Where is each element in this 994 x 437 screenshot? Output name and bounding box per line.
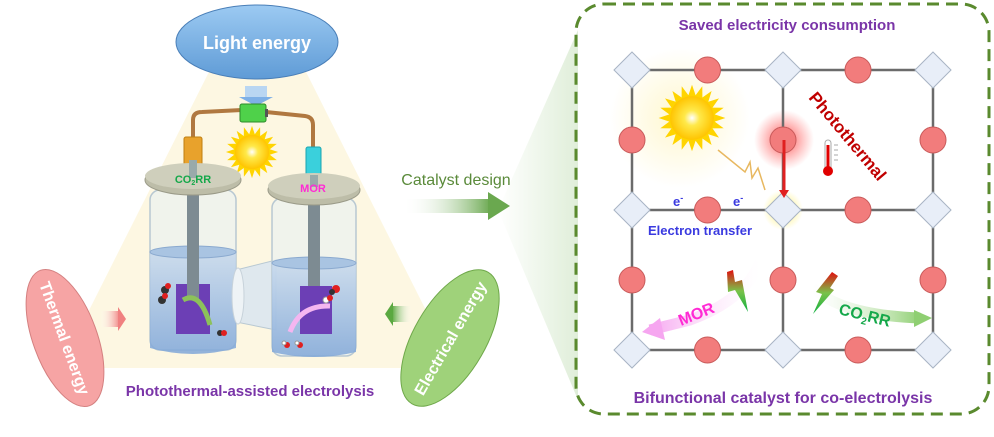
zoom-cone xyxy=(498,30,578,400)
catalyst-design-transition: Catalyst design xyxy=(401,30,578,400)
metal-site-node xyxy=(618,266,646,294)
anode-terminal xyxy=(305,146,322,178)
electron-label: e- xyxy=(673,193,683,209)
ligand-site-node xyxy=(613,191,651,229)
battery-icon xyxy=(239,103,268,123)
cathode-cell: CO2RR xyxy=(144,160,242,354)
cathode-cell-label: CO2RR xyxy=(175,174,211,187)
sun-icon xyxy=(225,125,279,179)
electron-label: e- xyxy=(733,193,743,209)
right-caption: Bifunctional catalyst for co-electrolysi… xyxy=(634,390,933,407)
ligand-site-node xyxy=(764,51,802,89)
ligand-site-node xyxy=(914,51,952,89)
ligand-site-node xyxy=(914,191,952,229)
anode-cell-label: MOR xyxy=(300,183,326,195)
ligand-site-node xyxy=(764,331,802,369)
co2rr-label: CO2RR xyxy=(836,301,892,333)
thermometer-icon xyxy=(823,139,838,176)
metal-site-node xyxy=(769,266,797,294)
lightning-bolt-icon xyxy=(727,270,748,312)
right-panel: Saved electricity consumption Phototherm… xyxy=(574,2,991,416)
ligand-site-node xyxy=(914,331,952,369)
metal-site-node xyxy=(694,56,721,84)
metal-site-node xyxy=(919,266,947,294)
lightning-bolt-icon xyxy=(813,272,838,314)
catalyst-design-label: Catalyst design xyxy=(401,172,510,189)
wire xyxy=(265,110,315,148)
photothermal-label: Photothermal xyxy=(805,88,890,184)
sun-icon xyxy=(658,84,726,152)
catalyst-design-arrow-icon xyxy=(403,192,510,220)
mor-label: MOR xyxy=(676,300,717,330)
light-energy-label: Light energy xyxy=(203,33,311,53)
right-title: Saved electricity consumption xyxy=(679,17,896,34)
catalyst-lattice xyxy=(613,51,952,369)
light-arrow-icon xyxy=(239,86,273,106)
metal-site-node xyxy=(694,336,721,364)
metal-site-node xyxy=(844,56,872,84)
membrane-bridge xyxy=(231,259,277,331)
metal-site-node xyxy=(618,126,646,154)
ligand-site-node xyxy=(613,331,651,369)
catalyst-frame xyxy=(574,2,991,416)
wire xyxy=(191,108,243,140)
light-energy-node: Light energy xyxy=(175,4,339,80)
ligand-site-node xyxy=(613,51,651,89)
left-panel: Light energy xyxy=(25,4,500,408)
metal-site-node xyxy=(844,336,872,364)
left-caption: Photothermal-assisted electrolysis xyxy=(126,383,374,400)
metal-site-node xyxy=(919,126,947,154)
electrical-arrow-icon xyxy=(385,302,412,326)
thermal-arrow-icon xyxy=(100,307,126,331)
metal-site-node xyxy=(694,196,721,224)
anode-cell: MOR xyxy=(267,173,361,357)
ligand-site-node xyxy=(764,191,802,229)
electron-transfer-label: Electron transfer xyxy=(648,223,752,238)
light-ray-icon xyxy=(717,149,766,191)
metal-site-node xyxy=(844,196,872,224)
